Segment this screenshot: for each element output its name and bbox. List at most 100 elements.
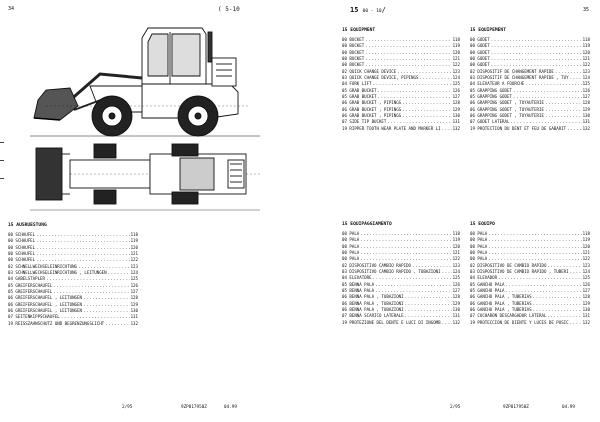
toc-entry-page: 131: [452, 119, 460, 125]
toc-entry-label: 02 DISPOSITIF DE CHANGEMENT RAPIDE: [470, 68, 554, 74]
toc-entry-label: 04 GABELSTAPLER: [8, 276, 45, 282]
toc-entry-page: 127: [452, 288, 460, 294]
toc-entry-page: 127: [582, 94, 590, 100]
toc-entry: 19 PROTEZIONE DEL DENTE E LUCI DI INGOMB…: [342, 320, 460, 326]
toc-section-fr: 15 EQUIPEMENT 00 GODET11800 GODET11900 G…: [470, 28, 590, 132]
toc-entry: 02 DISPOSITIVO DE CAMBIO RAPIDO123: [470, 263, 590, 269]
toc-entry-label: 02 SCHNELLWECHSELEINRICHTUNG: [8, 263, 78, 269]
chapter-range: 00 - 10: [362, 9, 382, 14]
toc-entry: 00 PALA119: [342, 237, 460, 243]
toc-entry: 04 FORK LIFT125: [342, 81, 460, 87]
toc-entry: 00 BUCKET120: [342, 50, 460, 56]
toc-entry: 02 SCHNELLWECHSELEINRICHTUNG 123: [8, 264, 138, 270]
toc-entry: 06 GRAB BUCKET , PIPINGS130: [342, 113, 460, 119]
toc-entry: 05 GANCHO PALA 127: [470, 288, 590, 294]
toc-entry-label: 03 DISPOSITIF DE CHANGEMENT RAPIDE , TUY: [470, 75, 569, 81]
footer-code: 9ZP817950Z: [181, 405, 207, 410]
toc-entry: 00 PALA118: [470, 231, 590, 237]
toc-entry-page: 119: [452, 43, 460, 49]
toc-entry-label: 06 GRAB BUCKET , PIPINGS: [342, 113, 402, 119]
toc-entry: 07 GODET LATERAL131: [470, 119, 590, 125]
toc-entry-page: 131: [582, 119, 590, 125]
toc-entry-page: 119: [582, 43, 590, 49]
toc-entry-page: 132: [130, 320, 138, 326]
toc-entry-page: 132: [582, 125, 590, 131]
toc-entry: 03 DISPOSITIF DE CHANGEMENT RAPIDE , TUY…: [470, 75, 590, 81]
toc-entry-page: 126: [582, 281, 590, 287]
toc-entry-label: 00 BUCKET: [342, 37, 365, 42]
toc-section-de: 15 AUSRUESTUNG 00 SCHAUFEL11800 SCHAUFEL…: [8, 223, 138, 327]
chapter-header: 15 00 - 10/: [350, 6, 386, 14]
toc-entry-page: 124: [582, 75, 590, 81]
toc-entry-page: 125: [130, 276, 138, 282]
toc-entry: 04 GABELSTAPLER 125: [8, 276, 138, 282]
toc-list: 00 SCHAUFEL11800 SCHAUFEL11900 SCHAUFEL1…: [8, 232, 138, 327]
toc-entry-page: 125: [452, 275, 460, 281]
section-title: 15 EQUIPO: [470, 222, 495, 227]
toc-entry-label: 05 GREIFERSCHAUFEL: [8, 282, 53, 288]
toc-entry: 06 GANCHO PALA , TUBERIAS128: [470, 294, 590, 300]
toc-entry-label: 05 GREIFERSCHAUFEL: [8, 289, 53, 295]
toc-entry: 06 BENNA PALA , TUBAZIONI129: [342, 301, 460, 307]
toc-entry-label: 06 GANCHO PALA , TUBERIAS: [470, 300, 532, 306]
toc-entry: 00 PALA122: [470, 256, 590, 262]
toc-entry-label: 06 GREIFERSCHAUFEL , LEITUNGEN: [8, 295, 82, 301]
toc-entry-label: 19 PROTEZIONE DEL DENTE E LUCI DI INGOMB: [342, 319, 441, 325]
toc-entry-label: 00 PALA: [470, 237, 488, 243]
toc-list: 00 GODET11800 GODET11900 GODET12000 GODE…: [470, 37, 590, 132]
toc-entry: 04 ELEVADOR125: [470, 275, 590, 281]
toc-entry: 02 QUICK CHANGE DEVICE123: [342, 69, 460, 75]
toc-entry-page: 127: [130, 289, 138, 295]
toc-entry-label: 05 GRAPPING GODET: [470, 87, 512, 93]
toc-entry-label: 05 GANCHO PALA: [470, 288, 505, 294]
toc-entry-label: 00 SCHAUFEL: [8, 238, 36, 244]
toc-entry-page: 132: [452, 125, 460, 131]
toc-entry-label: 07 BENNA SCARICO LATERALE: [342, 313, 404, 319]
toc-entry-page: 123: [130, 263, 138, 269]
toc-entry: 04 ELEVATORE125: [342, 275, 460, 281]
toc-entry-label: 00 BUCKET: [342, 43, 365, 49]
toc-entry-label: 02 DISPOSITIVO CAMBIO RAPIDO: [342, 262, 412, 268]
toc-entry: 00 BUCKET122: [342, 62, 460, 68]
toc-entry-label: 00 PALA: [470, 243, 488, 249]
toc-entry-label: 00 PALA: [342, 250, 360, 256]
toc-entry-label: 00 SCHAUFEL: [8, 244, 36, 250]
section-title: 15 EQUIPMENT: [342, 28, 376, 33]
footer-left: 2/95: [450, 405, 461, 410]
footer-code: 9ZP817950Z: [503, 405, 529, 410]
toc-entry-page: 127: [582, 288, 590, 294]
toc-entry: 05 GRAPPING GODET 126: [470, 88, 590, 94]
toc-entry: 00 PALA119: [470, 237, 590, 243]
toc-entry: 19 PROTECCION DE DIENTE Y LUCES DE POSIC…: [470, 320, 590, 326]
toc-entry: 03 DISPOSITIVO CAMBIO RAPIDO , TUBAZIONI…: [342, 269, 460, 275]
toc-entry: 05 BENNA PALA126: [342, 282, 460, 288]
toc-entry-page: 118: [582, 231, 590, 236]
toc-entry-label: 03 DISPOSITIVO CAMBIO RAPIDO , TUBAZIONI: [342, 269, 441, 275]
toc-entry-label: 00 PALA: [470, 256, 488, 262]
toc-entry-page: 126: [582, 87, 590, 93]
section-title: 15 AUSRUESTUNG: [8, 223, 47, 228]
toc-entry: 06 GANCHO PALA , TUBERIAS130: [470, 307, 590, 313]
toc-section-en: 15 EQUIPMENT 00 BUCKET11800 BUCKET11900 …: [342, 28, 460, 132]
toc-entry: 00 PALA121: [470, 250, 590, 256]
toc-entry-page: 120: [582, 49, 590, 55]
toc-entry: 04 ELEVATEUR A FOURCHE125: [470, 81, 590, 87]
toc-entry: 00 GODET118: [470, 37, 590, 43]
toc-entry-page: 126: [452, 87, 460, 93]
leader-dots: [567, 126, 581, 132]
toc-entry: 06 BENNA PALA , TUBAZIONI128: [342, 294, 460, 300]
toc-entry-label: 06 BENNA PALA , TUBAZIONI: [342, 300, 404, 306]
toc-entry-page: 129: [582, 300, 590, 306]
toc-entry: 05 GREIFERSCHAUFEL126: [8, 283, 138, 289]
toc-entry-label: 02 DISPOSITIVO DE CAMBIO RAPIDO: [470, 262, 547, 268]
toc-list: 00 PALA11800 PALA11900 PALA12000 PALA121…: [470, 231, 590, 326]
toc-entry: 00 GODET120: [470, 50, 590, 56]
toc-entry-page: 121: [130, 251, 138, 257]
toc-list: 00 PALA11800 PALA11900 PALA12000 PALA121…: [342, 231, 460, 326]
toc-entry: 00 PALA120: [342, 244, 460, 250]
toc-entry: 05 GRAB BUCKET127: [342, 94, 460, 100]
toc-entry-page: 124: [130, 270, 138, 276]
toc-entry-label: 00 PALA: [342, 243, 360, 249]
toc-entry-label: 00 SCHAUFEL: [8, 232, 36, 237]
toc-entry-page: 123: [452, 68, 460, 74]
